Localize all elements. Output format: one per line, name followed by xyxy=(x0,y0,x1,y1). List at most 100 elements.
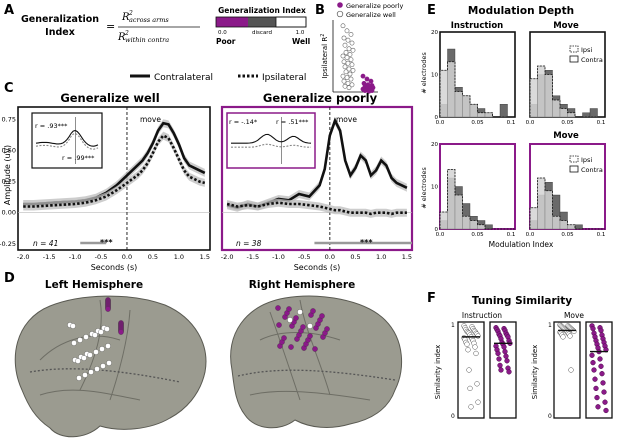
b-point xyxy=(348,57,354,62)
f-point xyxy=(467,385,473,392)
series-band-ipsilateral xyxy=(23,131,205,211)
b-point xyxy=(350,68,356,73)
inset-trace xyxy=(35,132,99,150)
right-hemisphere-shape xyxy=(230,295,403,429)
electrode-dot xyxy=(300,324,306,330)
colorbar-well-segment xyxy=(275,16,307,28)
e-bar-ipsi xyxy=(537,65,546,118)
f-point xyxy=(506,369,512,375)
e-ytick-label: 10 xyxy=(431,73,438,79)
electrode-dot xyxy=(82,372,88,378)
e-xtick-label: 0.1 xyxy=(507,232,516,238)
e-ytick-label: 10 xyxy=(431,185,438,191)
b-point xyxy=(347,71,353,77)
e-xtick-label: 0.0 xyxy=(436,120,445,126)
b-ylabel-main: Ipsilateral R xyxy=(321,37,329,79)
c-xtick-label: 1.5 xyxy=(200,253,210,261)
panel-d-label: D xyxy=(4,271,15,286)
f-point xyxy=(590,325,596,332)
e-legend-contra-top: Contra xyxy=(581,56,603,64)
e-bar-ipsi xyxy=(477,112,486,118)
f-point xyxy=(475,399,481,405)
e-xtick-label: 0.1 xyxy=(507,120,516,126)
c-title-poor: Generalize poorly xyxy=(263,91,378,105)
f-point xyxy=(595,404,601,410)
e-bar-ipsi xyxy=(469,220,478,230)
b-point xyxy=(346,85,352,91)
electrode-dot xyxy=(93,349,99,355)
panel-e-label: E xyxy=(427,3,436,18)
f-ytick-top-left: 1 xyxy=(451,322,455,329)
c-stars-well: *** xyxy=(100,238,113,247)
electrode-dot xyxy=(99,346,105,352)
b-point xyxy=(364,76,370,82)
e-xtick-label: 0.05 xyxy=(561,120,574,126)
f-title: Tuning Similarity xyxy=(472,295,572,307)
inset-trace xyxy=(231,133,312,144)
electrode-dot xyxy=(276,322,282,328)
c-move-label-well: move xyxy=(140,115,161,124)
electrode-dot xyxy=(281,335,287,341)
c-xlabel-poor: Seconds (s) xyxy=(294,263,341,272)
e-bar-ipsi xyxy=(462,95,471,118)
e-legend-bottom: Ipsi Contra xyxy=(569,155,603,174)
f-ytick-top-right: 1 xyxy=(548,322,552,329)
e-bar-ipsi xyxy=(469,104,478,118)
denominator-sub: within contra xyxy=(125,36,169,44)
f-point xyxy=(560,334,566,340)
e-ylabel-bottom: # electrodes xyxy=(420,167,428,209)
electrode-dot xyxy=(312,346,318,352)
e-xtick-label: 0.05 xyxy=(561,232,574,238)
c-xtick-label: -2.0 xyxy=(17,253,30,261)
f-point xyxy=(472,344,478,350)
e-bar-ipsi xyxy=(559,108,568,118)
inset-trace xyxy=(35,129,99,147)
e-bar-ipsi xyxy=(447,61,456,118)
e-bar-contra xyxy=(589,108,598,118)
electrode-dot xyxy=(307,333,313,339)
f-point xyxy=(571,328,577,335)
f-point xyxy=(503,353,509,359)
electrode-dot xyxy=(70,323,76,329)
colorbar-title: Generalization Index xyxy=(218,6,306,15)
electrode-dot xyxy=(104,326,110,332)
electrode-dot xyxy=(77,337,83,343)
panel-b-label: B xyxy=(315,3,325,18)
e-ytick-label: 20 xyxy=(431,30,438,36)
f-point xyxy=(567,333,573,339)
b-point xyxy=(343,69,349,75)
e-legend-contra-bottom: Contra xyxy=(581,166,603,174)
f-point xyxy=(468,404,474,410)
f-frame-instr-well xyxy=(457,321,485,419)
f-frame-move-well xyxy=(553,321,581,419)
e-bar-ipsi xyxy=(529,207,538,230)
f-point xyxy=(598,327,604,334)
numerator-main: R xyxy=(121,12,130,23)
electrode-dot xyxy=(81,355,87,361)
c-xtick-label: -0.5 xyxy=(298,253,311,261)
cb-tick-discard: discard xyxy=(252,30,272,36)
electrode-dot xyxy=(92,332,98,338)
b-point xyxy=(344,75,350,80)
b-point xyxy=(344,28,350,34)
b-point xyxy=(349,62,355,68)
b-point xyxy=(345,60,351,66)
e-bar-contra xyxy=(484,224,493,230)
f-ylabel-right: Similarity index xyxy=(531,345,539,399)
e-xtick-label: 0.1 xyxy=(597,120,606,126)
inset-trace xyxy=(231,143,311,148)
f-point xyxy=(603,407,609,414)
e-xtick-label: 0.1 xyxy=(597,232,606,238)
e-bar-ipsi xyxy=(567,224,576,230)
f-point xyxy=(474,381,480,387)
b-point xyxy=(340,73,346,79)
e-ytick-label: 0 xyxy=(435,115,439,121)
inset-well-r1: r = .93*** xyxy=(35,122,68,130)
electrode-dot xyxy=(297,309,303,315)
c-title-well: Generalize well xyxy=(60,91,159,105)
b-point xyxy=(343,50,349,55)
e-ytick-label: 20 xyxy=(431,142,438,148)
e-bar-ipsi xyxy=(529,78,538,118)
b-point xyxy=(348,32,354,37)
c-inset-well-plot xyxy=(35,117,99,164)
